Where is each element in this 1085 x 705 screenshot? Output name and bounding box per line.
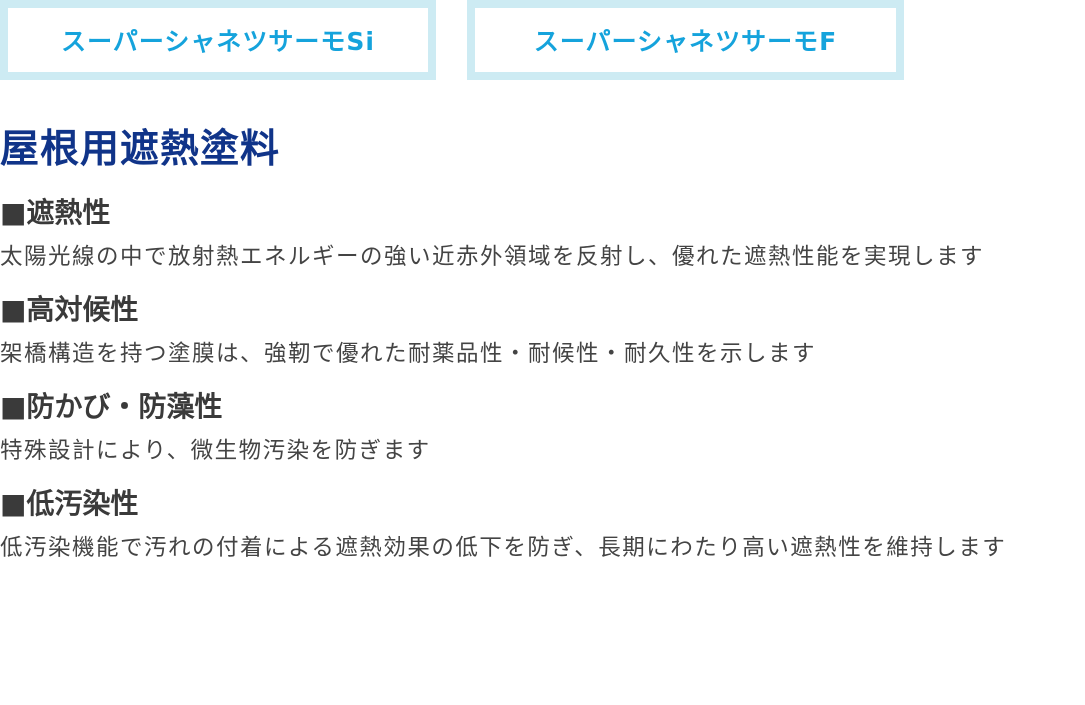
section-text: 太陽光線の中で放射熱エネルギーの強い近赤外領域を反射し、優れた遮熱性能を実現しま… bbox=[0, 244, 985, 270]
section-heat-shielding: ■遮熱性 太陽光線の中で放射熱エネルギーの強い近赤外領域を反射し、優れた遮熱性能… bbox=[0, 190, 1085, 283]
section-text: 特殊設計により、微生物汚染を防ぎます bbox=[0, 438, 431, 464]
section-text: 架橋構造を持つ塗膜は、強靭で優れた耐薬品性・耐候性・耐久性を示します bbox=[0, 341, 817, 367]
section-heading: ■低汚染性 bbox=[0, 487, 139, 520]
section-low-contamination: ■低汚染性 低汚染機能で汚れの付着による遮熱効果の低下を防ぎ、長期にわたり高い遮… bbox=[0, 481, 1085, 574]
section-heading: ■高対候性 bbox=[0, 293, 139, 326]
section-anti-mold-algae: ■防かび・防藻性 特殊設計により、微生物汚染を防ぎます bbox=[0, 384, 1085, 477]
tab-super-shanetsu-thermo-f[interactable]: スーパーシャネツサーモF bbox=[467, 0, 904, 80]
page-title: 屋根用遮熱塗料 bbox=[0, 127, 281, 172]
tab-label: スーパーシャネツサーモF bbox=[533, 27, 838, 56]
section-text: 低汚染機能で汚れの付着による遮熱効果の低下を防ぎ、長期にわたり高い遮熱性を維持し… bbox=[0, 535, 1007, 561]
section-heading: ■遮熱性 bbox=[0, 196, 111, 229]
section-heading: ■防かび・防藻性 bbox=[0, 390, 223, 423]
tab-label: スーパーシャネツサーモSi bbox=[61, 27, 375, 56]
section-weather-resistance: ■高対候性 架橋構造を持つ塗膜は、強靭で優れた耐薬品性・耐候性・耐久性を示します bbox=[0, 287, 1085, 380]
tab-super-shanetsu-thermo-si[interactable]: スーパーシャネツサーモSi bbox=[0, 0, 436, 80]
feature-list: ■遮熱性 太陽光線の中で放射熱エネルギーの強い近赤外領域を反射し、優れた遮熱性能… bbox=[0, 190, 1085, 578]
